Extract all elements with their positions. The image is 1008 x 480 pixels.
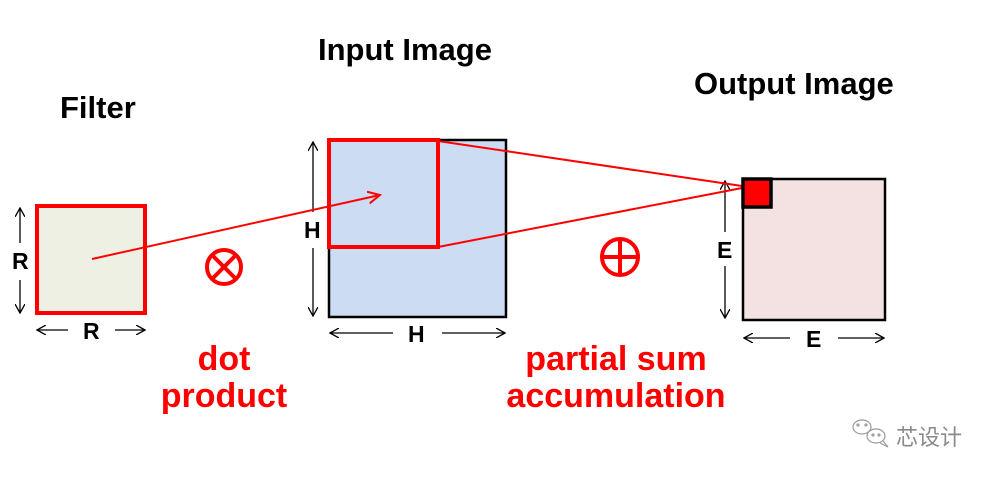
input-width-label: H — [408, 321, 425, 347]
accum-line1: partial sum — [525, 340, 707, 378]
output-width-label: E — [806, 326, 822, 352]
dot-product-line2: product — [160, 377, 288, 415]
projection-lines — [437, 140, 743, 248]
output-height-label: E — [717, 237, 733, 263]
filter-height-label: R — [12, 248, 29, 274]
multiply-operator-icon — [205, 248, 243, 286]
filter-title: Filter — [60, 90, 136, 125]
output-pixel — [741, 177, 773, 209]
filter-to-input-arrow — [91, 195, 380, 260]
accumulation-label: partial sum accumulation — [486, 341, 746, 415]
output-image-title: Output Image — [694, 66, 894, 101]
watermark-text: 芯设计 — [896, 426, 963, 451]
input-image-title: Input Image — [318, 32, 492, 67]
input-height-label: H — [304, 217, 321, 243]
dot-product-line1: dot — [197, 340, 251, 378]
add-operator-icon — [600, 237, 640, 277]
filter-box — [35, 204, 147, 315]
filter-width-label: R — [83, 318, 100, 344]
wechat-icon — [852, 419, 889, 448]
dot-product-label: dot product — [150, 341, 298, 415]
input-image-box — [327, 138, 508, 319]
sliding-window — [327, 138, 440, 249]
accum-line2: accumulation — [506, 377, 726, 415]
